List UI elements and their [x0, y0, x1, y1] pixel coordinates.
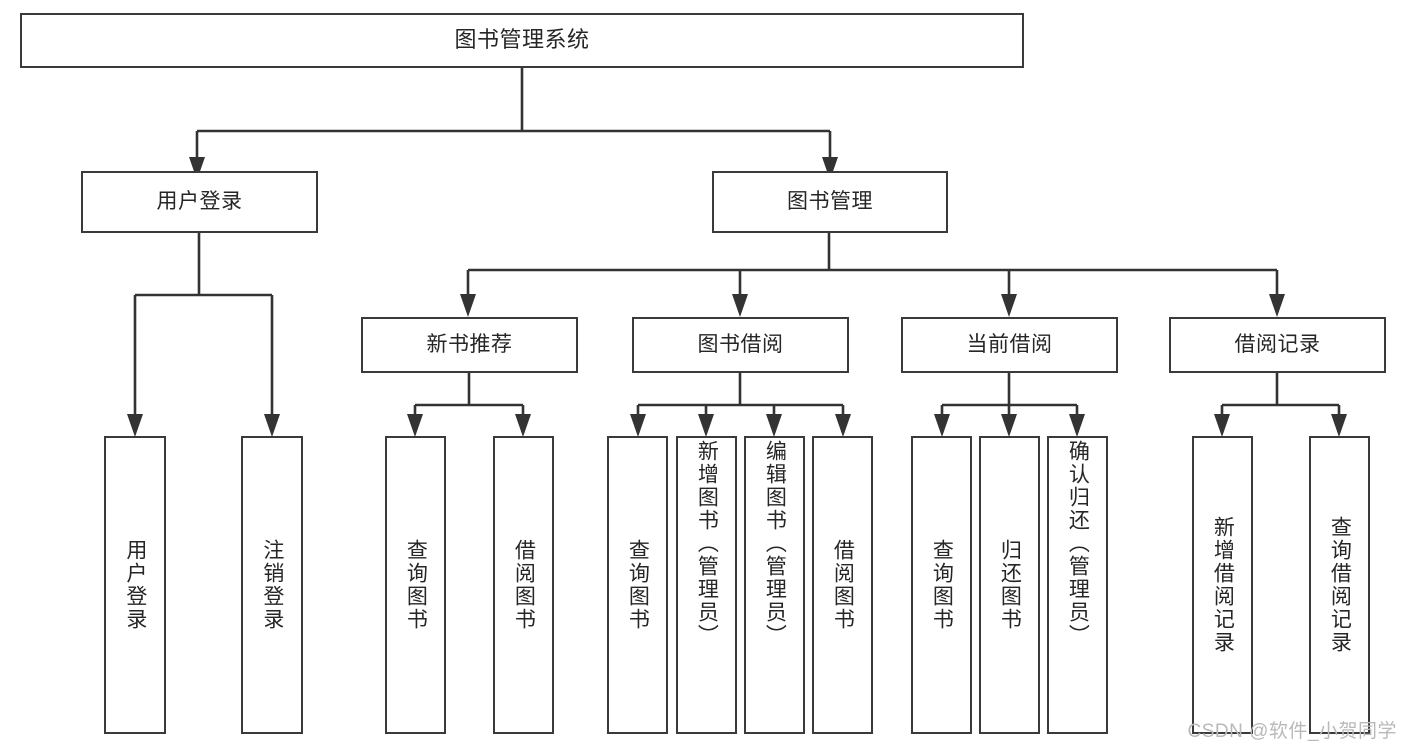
- node-borrow-record-label: 借阅记录: [1234, 333, 1321, 357]
- node-user-login[interactable]: 用户登录: [81, 171, 318, 233]
- node-root[interactable]: 图书管理系统: [20, 13, 1024, 68]
- node-leaf-add-book[interactable]: 新增图书（管理员）: [676, 436, 737, 734]
- node-leaf-edit-book[interactable]: 编辑图书（管理员）: [744, 436, 805, 734]
- node-leaf-query-record[interactable]: 查询借阅记录: [1309, 436, 1370, 734]
- node-leaf-borrow-book-1[interactable]: 借阅图书: [493, 436, 554, 734]
- node-leaf-user-login-label: 用户登录: [123, 539, 147, 631]
- node-book-management-label: 图书管理: [787, 190, 873, 214]
- node-leaf-add-record-label: 新增借阅记录: [1211, 516, 1235, 654]
- node-root-label: 图书管理系统: [454, 27, 590, 53]
- node-borrow-record[interactable]: 借阅记录: [1169, 317, 1386, 373]
- node-leaf-borrow-book-2[interactable]: 借阅图书: [812, 436, 873, 734]
- node-book-borrow[interactable]: 图书借阅: [632, 317, 849, 373]
- node-leaf-return-book-label: 归还图书: [998, 539, 1022, 631]
- node-leaf-confirm-return[interactable]: 确认归还（管理员）: [1047, 436, 1108, 734]
- node-leaf-query-book-1-label: 查询图书: [404, 539, 428, 631]
- node-leaf-query-book-3[interactable]: 查询图书: [911, 436, 972, 734]
- node-leaf-edit-book-label: 编辑图书（管理员）: [763, 440, 787, 647]
- node-leaf-add-book-label: 新增图书（管理员）: [695, 440, 719, 647]
- node-new-book-recommend-label: 新书推荐: [426, 333, 513, 357]
- node-leaf-query-book-3-label: 查询图书: [930, 539, 954, 631]
- node-current-borrow-label: 当前借阅: [966, 333, 1053, 357]
- node-current-borrow[interactable]: 当前借阅: [901, 317, 1118, 373]
- node-book-management[interactable]: 图书管理: [712, 171, 948, 233]
- node-leaf-query-book-2-label: 查询图书: [626, 539, 650, 631]
- node-new-book-recommend[interactable]: 新书推荐: [361, 317, 578, 373]
- node-leaf-confirm-return-label: 确认归还（管理员）: [1066, 440, 1090, 647]
- node-book-borrow-label: 图书借阅: [697, 333, 784, 357]
- node-leaf-borrow-book-2-label: 借阅图书: [831, 539, 855, 631]
- node-leaf-query-book-1[interactable]: 查询图书: [385, 436, 446, 734]
- node-leaf-user-login[interactable]: 用户登录: [104, 436, 166, 734]
- watermark: CSDN @软件_小贺同学: [1187, 721, 1397, 742]
- node-user-login-label: 用户登录: [156, 190, 243, 214]
- node-leaf-query-record-label: 查询借阅记录: [1328, 516, 1352, 654]
- node-leaf-logout-login[interactable]: 注销登录: [241, 436, 303, 734]
- node-leaf-query-book-2[interactable]: 查询图书: [607, 436, 668, 734]
- node-leaf-borrow-book-1-label: 借阅图书: [512, 539, 536, 631]
- node-leaf-return-book[interactable]: 归还图书: [979, 436, 1040, 734]
- node-leaf-logout-login-label: 注销登录: [260, 539, 284, 631]
- node-leaf-add-record[interactable]: 新增借阅记录: [1192, 436, 1253, 734]
